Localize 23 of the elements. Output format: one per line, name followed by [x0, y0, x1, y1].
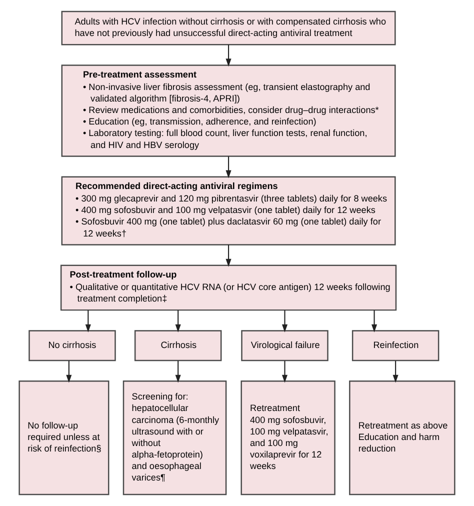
node-box: Retreatment as above Education and harm reduction [349, 380, 456, 496]
arrow [371, 310, 378, 332]
arrow [85, 310, 91, 332]
node-box: Pre-treatment assessment • Non-invasive liver fibrosis assessment (eg, transient elastography and validated algorithm [fibrosis-4, APRI]) • Review medications and comorbidities, consider drug–drug interactions* • Education (eg, transmission, adherence, and reinfection) • Laboratory testing: full blood count, liver function tests, renal function, and HIV and HBV serology [61, 64, 396, 157]
node-box: Post-treatment follow-up • Qualitative or quantitative HCV RNA (or HCV core antigen) 12 weeks following treatment completion‡ [60, 264, 397, 311]
arrow [392, 360, 398, 383]
node-box: Adults with HCV infection without cirrhosis or with compensated cirrhosis who have not previously had unsuccessful direct-acting antiviral treatment [61, 10, 396, 46]
arrow [282, 360, 288, 383]
node-box: Cirrhosis [134, 330, 222, 362]
arrow [175, 360, 181, 383]
arrow [226, 156, 232, 178]
arrow [66, 360, 72, 383]
node-box: No follow-up required unless at risk of reinfection§ [18, 380, 110, 496]
node-box: Recommended direct-acting antiviral regimens • 300 mg glecaprevir and 120 mg pibrentasvir (three tablets) daily for 8 weeks • 400 mg sofosbuvir and 100 mg velpatasvir (one tablet) daily for 12 weeks • Sofosbuvir 400 mg (one tablet) plus daclatasvir 60 mg (one tablet) daily for 12 weeks† [61, 176, 396, 246]
arrow [175, 310, 181, 332]
node-box: Screening for: hepatocellular carcinoma (6-monthly ultrasound with or without alpha-fetoprotein) and oesophageal varices¶ [122, 380, 227, 496]
arrow [226, 44, 232, 67]
node-box: Retreatment 400 mg sofosbuvir, 100 mg velpatasvir, and 100 mg voxilaprevir for 12 weeks [240, 380, 336, 496]
arrow [226, 244, 232, 267]
node-box: Reinfection [352, 330, 440, 362]
node-box: No cirrhosis [28, 330, 116, 362]
arrow [282, 310, 288, 332]
node-box: Virological failure [241, 330, 328, 362]
